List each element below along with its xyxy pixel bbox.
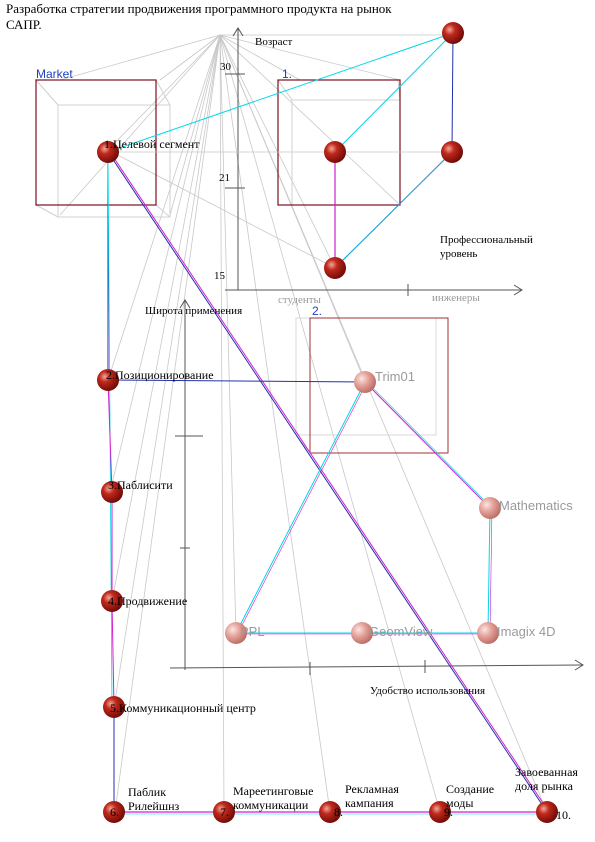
product-mathematics: Mathematics [499,498,573,513]
step-7-num: 7. [220,805,229,819]
node-box1-bottom [324,257,346,279]
step-8-label: Рекламная кампания [345,782,399,810]
node-communication-center [103,696,125,718]
box1-label: 1. [282,67,293,81]
top-chart-xtick-engineers: инженеры [432,292,480,304]
step-1-num: 1. [104,137,113,151]
step-10-num: 10. [556,808,571,822]
node-box1-left [324,141,346,163]
node-ppl [225,622,247,644]
node-promotion [101,590,123,612]
step-3-num: 3. [108,478,117,492]
product-geomview: GeomView [369,624,433,639]
top-chart-ytick-30: 30 [220,61,231,73]
step-1: 1.Целевой сегмент [104,137,199,151]
top-chart-ylabel: Возраст [255,36,293,48]
node-ad-campaign [319,801,341,823]
node-imagix [477,622,499,644]
step-5-label: Коммуникационный центр [119,701,256,715]
node-marketing-communications [213,801,235,823]
top-chart-xlabel: Профессиональный уровень [440,234,533,260]
top-chart-ytick-21: 21 [219,172,230,184]
node-publicity [101,481,123,503]
step-2-label: Позиционирование [115,368,214,382]
node-public-relations [103,801,125,823]
market-box-label: Market [36,67,73,81]
node-positioning [97,369,119,391]
mid-chart-axes [169,299,584,675]
node-trim01 [354,371,376,393]
step-4: 4.Продвижение [108,594,187,608]
mid-chart-xlabel: Удобство использования [370,685,486,697]
step-6-num: 6. [110,805,119,819]
step-1-label: Целевой сегмент [113,137,200,151]
segment-box-1 [277,79,401,206]
step-3: 3.Паблисити [108,478,173,492]
step-6-label: Паблик Рилейшнз [128,785,180,813]
step-2-num: 2. [106,368,115,382]
node-mathematics [479,497,501,519]
node-creating-fashion [429,801,451,823]
product-ppl: PPL [240,624,265,639]
product-trim01: Trim01 [375,369,415,384]
product-imagix: Imagix 4D [497,624,556,639]
node-top-right [442,22,464,44]
market-box [35,79,171,218]
top-chart-ytick-15: 15 [214,270,225,282]
step-4-label: Продвижение [117,594,188,608]
step-3-label: Паблисити [117,478,173,492]
page-title: Разработка стратегии продвижения програм… [6,1,392,32]
step-10-label: Завоеванная доля рынка [515,765,578,793]
step-7-label: Мареетинговые коммуникации [233,784,314,812]
connections [107,32,550,815]
node-geomview [351,622,373,644]
step-9-label: Создание моды [446,782,495,810]
step-2: 2.Позиционирование [106,368,214,382]
step-5-num: 5. [110,701,119,715]
node-box1-right [441,141,463,163]
step-5: 5.Коммуникационный центр [110,701,256,715]
step-8-num: 8. [334,805,343,819]
mid-chart-ylabel: Широта применения [145,305,243,317]
top-chart-xtick-students: студенты [278,294,321,306]
top-chart-axes [225,27,523,296]
nodes [97,22,558,823]
step-4-num: 4. [108,594,117,608]
node-market-share [536,801,558,823]
box2-label: 2. [312,304,323,318]
product-box-2 [295,317,449,454]
step-9-num: 9. [444,805,453,819]
node-target-segment [97,141,119,163]
